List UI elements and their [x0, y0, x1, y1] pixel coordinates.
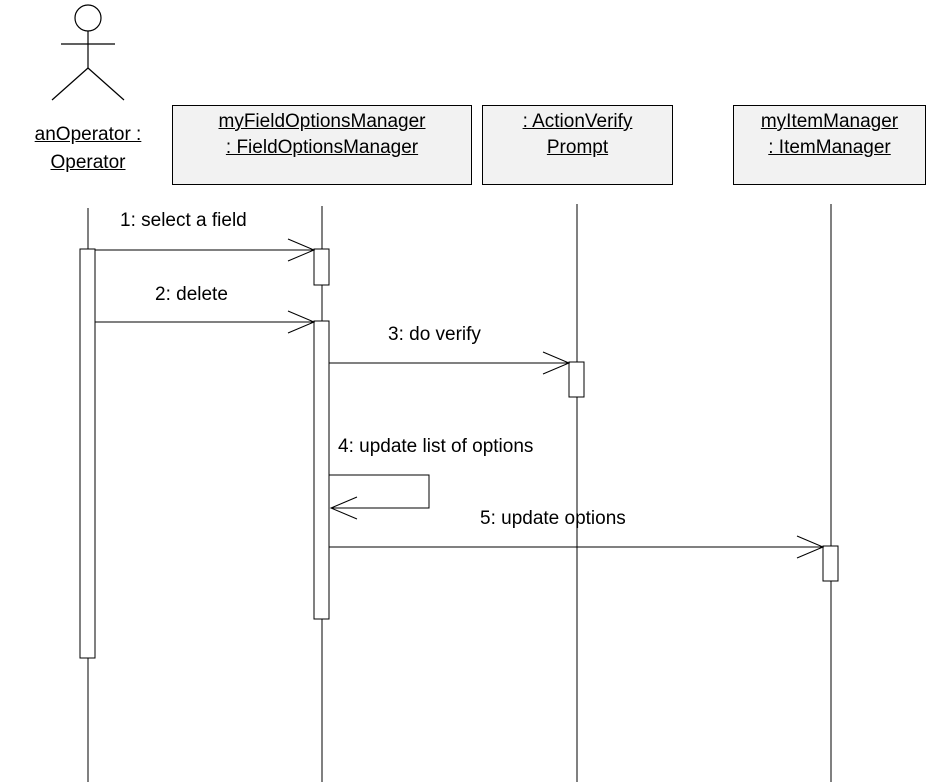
stick-figure-icon [51, 4, 125, 101]
message-5-label: 5: update options [480, 508, 626, 529]
message-3-label: 3: do verify [388, 324, 481, 345]
object-name-line2: Prompt [546, 137, 609, 158]
activation-field-options-manager-1 [313, 248, 330, 286]
message-2-label: 2: delete [155, 284, 228, 305]
message-4-self-arrow [329, 474, 430, 520]
object-name-line2: : FieldOptionsManager [225, 137, 419, 158]
object-field-options-manager: myFieldOptionsManager : FieldOptionsMana… [172, 105, 472, 185]
message-1-label: 1: select a field [120, 210, 247, 231]
activation-item-manager [822, 545, 839, 582]
message-5-arrow [329, 535, 825, 559]
object-action-verify-prompt: : ActionVerify Prompt [482, 105, 673, 185]
activation-operator [79, 248, 96, 659]
object-name-line2: : ItemManager [768, 137, 891, 158]
actor-name-line2: Operator [50, 152, 126, 173]
activation-field-options-manager-2 [313, 320, 330, 620]
message-1-arrow [95, 238, 316, 262]
actor-name-line1: anOperator : [34, 124, 142, 145]
object-item-manager: myItemManager : ItemManager [733, 105, 926, 185]
object-name-line1: myFieldOptionsManager [218, 111, 426, 132]
actor-label: anOperator : Operator [6, 121, 170, 177]
message-2-arrow [95, 310, 316, 334]
message-3-arrow [329, 351, 571, 375]
object-name-line1: myItemManager [760, 111, 899, 132]
object-name-line1: : ActionVerify [522, 111, 633, 132]
message-4-label: 4: update list of options [338, 436, 534, 457]
activation-action-verify-prompt [568, 361, 585, 398]
